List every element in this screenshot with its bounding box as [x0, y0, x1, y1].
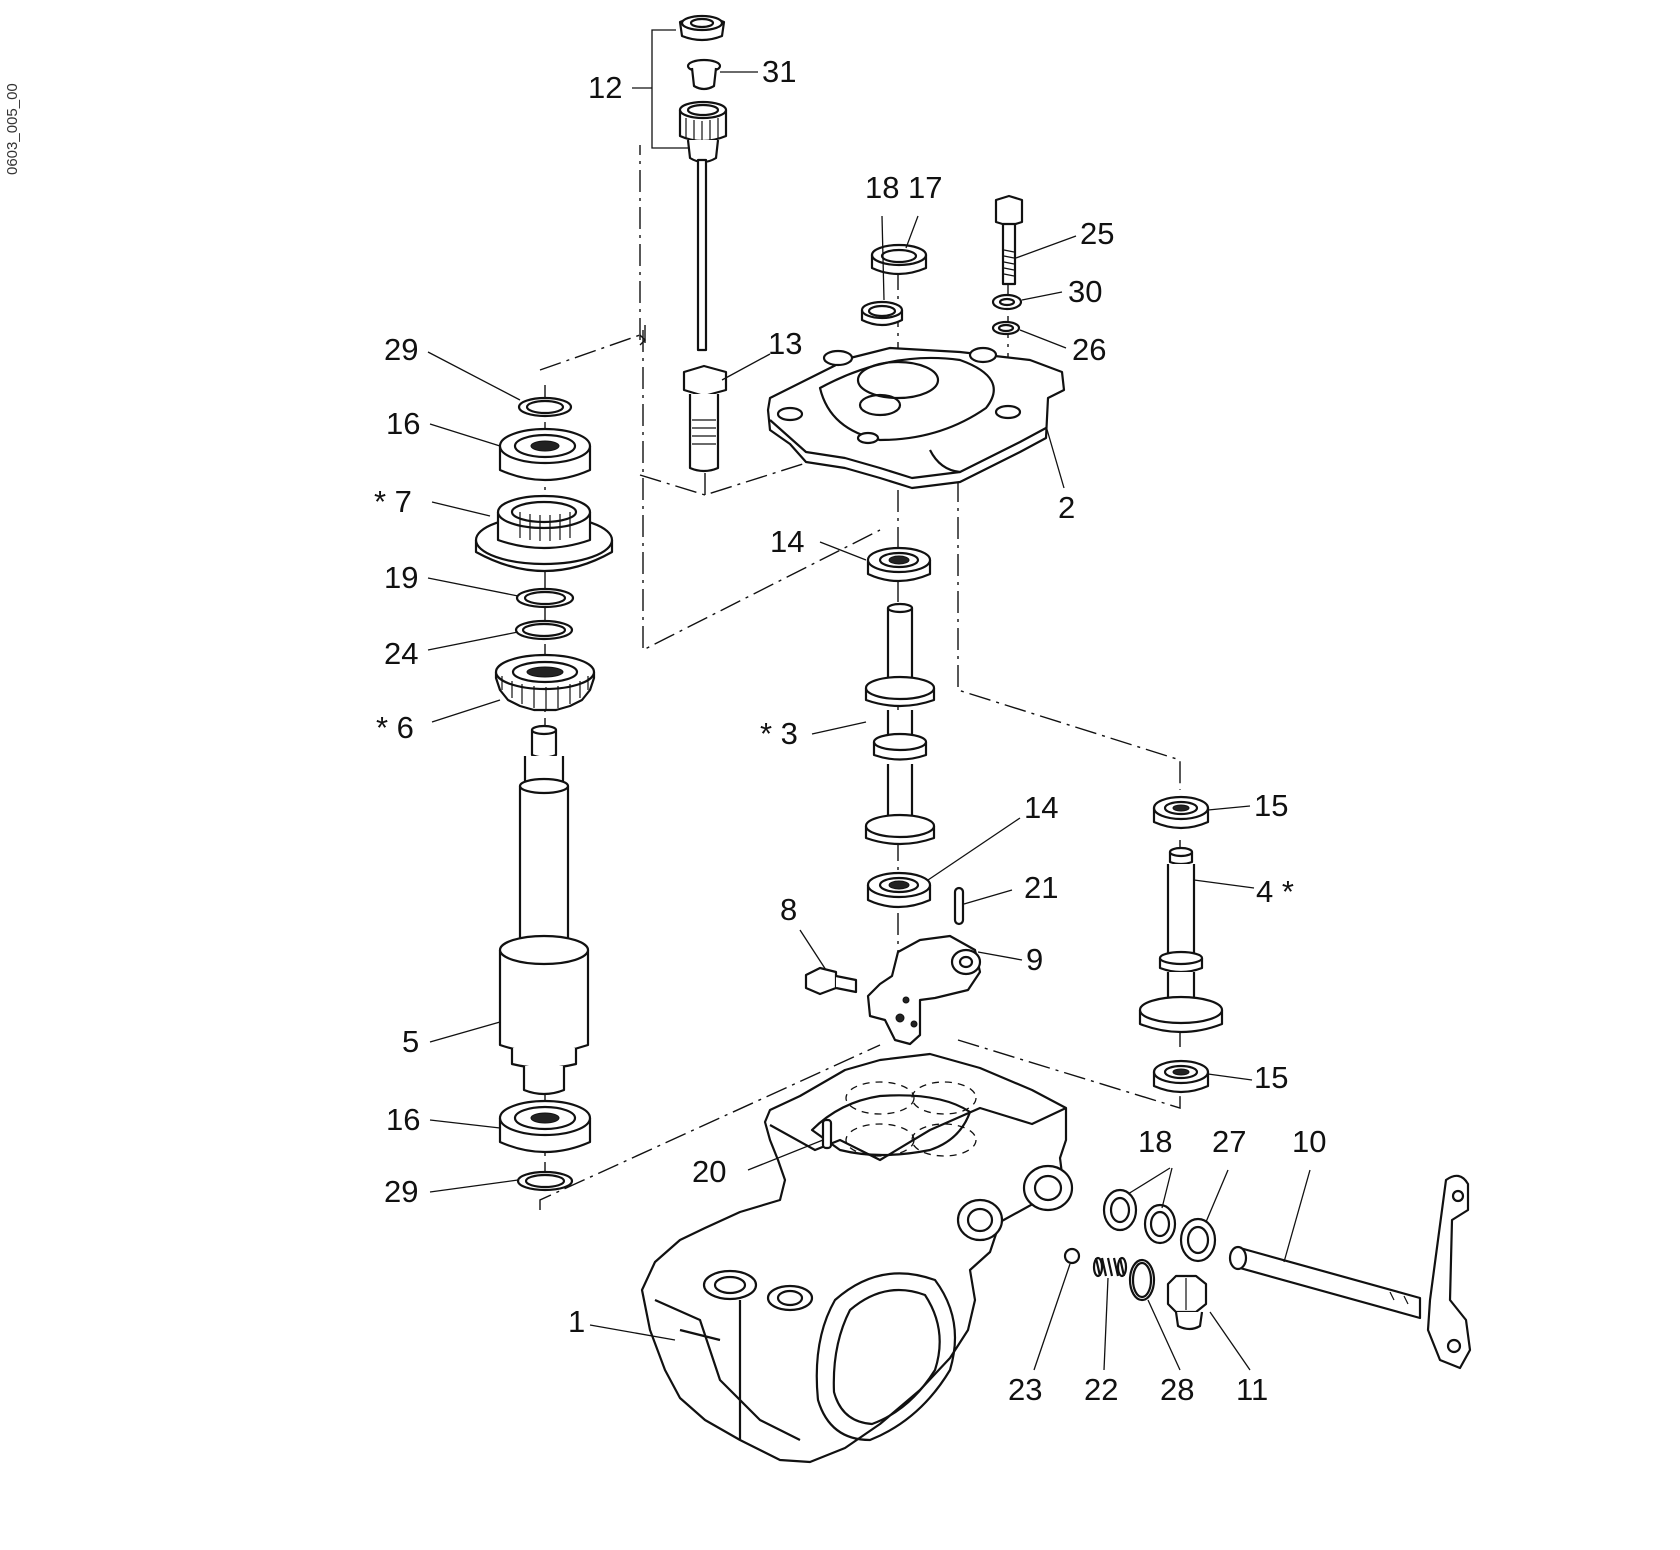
drawing-id-label: 0603_005_00: [4, 83, 21, 175]
callout-1: 1: [568, 1304, 585, 1339]
part-24-shim: [514, 619, 574, 641]
part-17-seal: [870, 243, 928, 276]
callout-29: 29: [384, 332, 418, 367]
callout-10: 10: [1292, 1124, 1326, 1159]
part-11-plug: [1166, 1274, 1208, 1331]
callout-16: 16: [386, 406, 420, 441]
callout-4: 4 *: [1256, 874, 1294, 909]
callout-31: 31: [762, 54, 796, 89]
callout-24: 24: [384, 636, 418, 671]
callout-23: 23: [1008, 1372, 1042, 1407]
callout-7: * 7: [374, 484, 412, 519]
callout-labels: 12 31 18 17 25 30 26 29 13 16 * 7 2 19 1…: [374, 54, 1326, 1407]
part-6-gear: [494, 653, 596, 712]
part-9-shift-fork: [866, 934, 982, 1046]
part-13-adapter: [682, 364, 728, 473]
part-7-gear-coupling: [474, 494, 614, 572]
callout-15: 15: [1254, 788, 1288, 823]
callout-14: 14: [1024, 790, 1058, 825]
callout-6: * 6: [376, 710, 414, 745]
callout-16: 16: [386, 1102, 420, 1137]
part-19-snap-ring: [515, 587, 575, 609]
part-10-shift-lever: [1228, 1174, 1472, 1370]
callout-26: 26: [1072, 332, 1106, 367]
part-4-shaft: [1138, 846, 1224, 1034]
callout-18: 18: [865, 170, 899, 205]
part-25-bolt: [994, 194, 1024, 286]
callout-17: 17: [908, 170, 942, 205]
callout-3: * 3: [760, 716, 798, 751]
part-12-dipstick-knob: [678, 100, 728, 352]
part-12-bracket: [632, 29, 758, 149]
callout-11: 11: [1236, 1372, 1268, 1407]
part-12-dipstick-cap: [678, 14, 726, 42]
part-1-gearbox-housing: [640, 1052, 1074, 1464]
part-8-screw: [804, 966, 858, 996]
callout-9: 9: [1026, 942, 1043, 977]
part-29-circlip-lower: [516, 1170, 574, 1192]
callout-5: 5: [402, 1024, 419, 1059]
callout-12: 12: [588, 70, 622, 105]
callout-18: 18: [1138, 1124, 1172, 1159]
part-20-dowel-pin: [821, 1118, 833, 1150]
part-14-bearing-upper: [866, 546, 932, 583]
callout-15: 15: [1254, 1060, 1288, 1095]
callout-22: 22: [1084, 1372, 1118, 1407]
callout-29: 29: [384, 1174, 418, 1209]
part-14-bearing-lower: [866, 871, 932, 909]
callout-2: 2: [1058, 490, 1075, 525]
part-27-washer: [1179, 1217, 1217, 1263]
part-2-gearbox-cover: [766, 346, 1066, 490]
part-22-spring: [1092, 1256, 1128, 1278]
part-30-washer: [991, 293, 1023, 311]
callout-21: 21: [1024, 870, 1058, 905]
callout-28: 28: [1160, 1372, 1194, 1407]
part-29-circlip-upper: [517, 396, 573, 418]
part-16-bearing-upper: [498, 427, 592, 482]
callout-25: 25: [1080, 216, 1114, 251]
part-28-o-ring: [1128, 1258, 1156, 1302]
part-18-ring-lower: [1102, 1188, 1177, 1245]
part-15-bearing-upper: [1152, 795, 1210, 830]
part-26-washer: [991, 320, 1021, 336]
callout-14: 14: [770, 524, 804, 559]
part-21-pin: [953, 886, 965, 926]
callout-13: 13: [768, 326, 802, 361]
part-5-shaft: [498, 724, 590, 1096]
callout-19: 19: [384, 560, 418, 595]
callout-20: 20: [692, 1154, 726, 1189]
callout-30: 30: [1068, 274, 1102, 309]
part-31-plug: [686, 58, 722, 91]
callout-27: 27: [1212, 1124, 1246, 1159]
part-15-bearing-lower: [1152, 1059, 1210, 1094]
part-3-shaft: [864, 602, 936, 846]
callout-8: 8: [780, 892, 797, 927]
leader-lines: [427, 215, 1311, 1371]
part-18-ring-upper: [860, 300, 904, 327]
part-23-ball: [1063, 1247, 1081, 1265]
part-16-bearing-lower: [498, 1099, 592, 1154]
